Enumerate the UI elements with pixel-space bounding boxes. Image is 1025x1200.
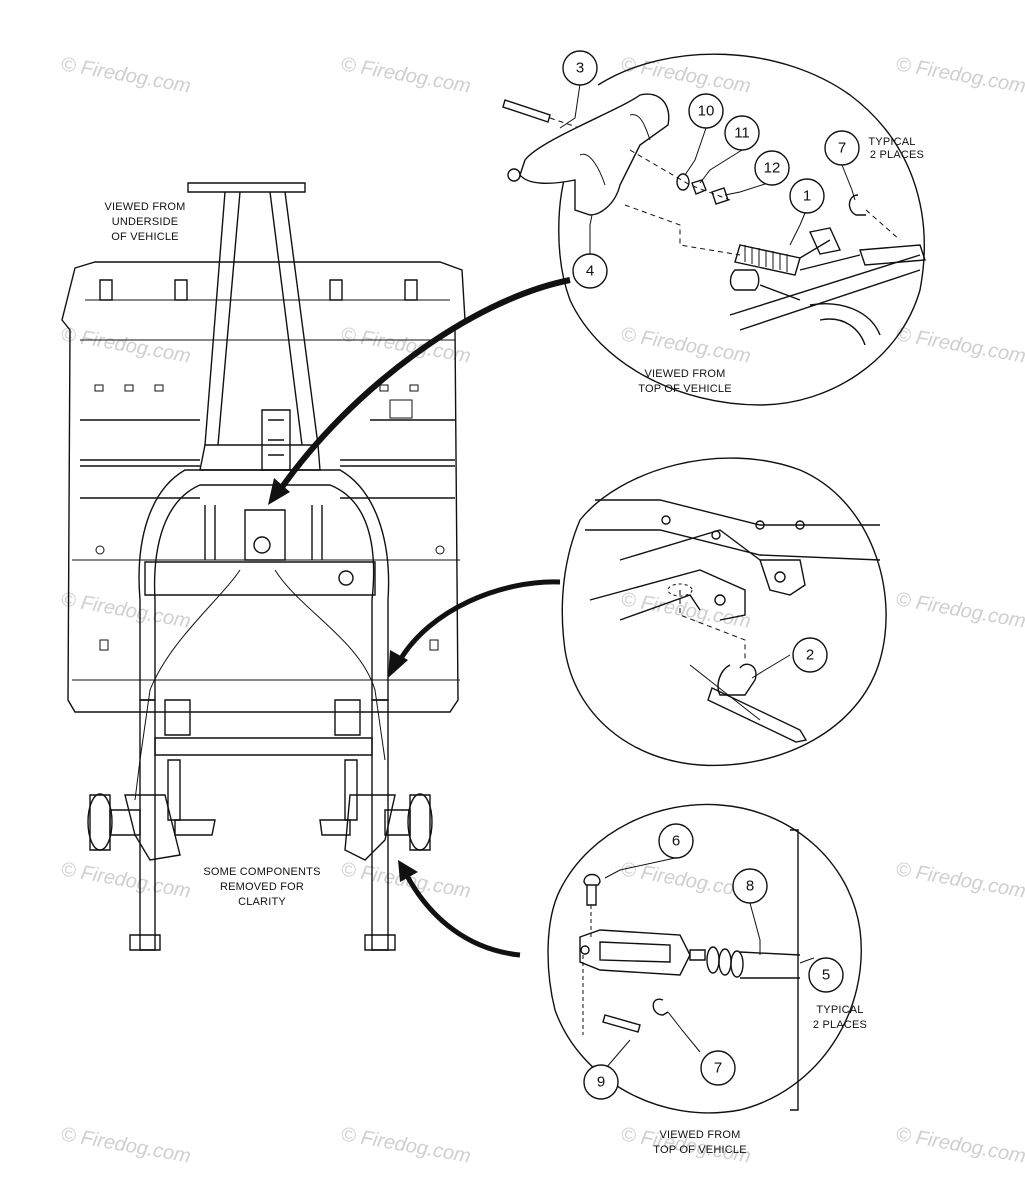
callout-9: 9 (583, 1064, 619, 1100)
watermark: © Firedog.com (894, 53, 1025, 97)
underside-label: VIEWED FROM UNDERSIDE OF VEHICLE (104, 201, 185, 243)
callout-9-number: 9 (597, 1074, 605, 1091)
top-view-1-line-2: TOP OF VEHICLE (638, 383, 731, 395)
callout-3: 3 (562, 50, 598, 86)
typical-2-line-1: TYPICAL (816, 1004, 863, 1016)
leader-arrows (268, 277, 571, 958)
components-removed-label: SOME COMPONENTS REMOVED FOR CLARITY (203, 866, 320, 908)
components-removed-line-1: SOME COMPONENTS (203, 866, 320, 878)
typical-1-line-2: 2 PLACES (870, 149, 924, 161)
top-view-label-1: VIEWED FROM TOP OF VEHICLE (638, 368, 731, 395)
watermark: © Firedog.com (619, 53, 752, 97)
watermark: © Firedog.com (339, 1123, 472, 1167)
callout-11-number: 11 (734, 125, 750, 142)
callout-8: 8 (732, 868, 768, 904)
watermarks: © Firedog.com © Firedog.com © Firedog.co… (59, 53, 1025, 1167)
callout-2: 2 (792, 637, 828, 673)
callout-4: 4 (572, 253, 608, 289)
typical-label-2: TYPICAL 2 PLACES (813, 1004, 867, 1031)
underside-line-2: UNDERSIDE (112, 216, 179, 228)
watermark: © Firedog.com (894, 1123, 1025, 1167)
callout-7-top-number: 7 (838, 140, 846, 157)
components-removed-line-2: REMOVED FOR (220, 881, 304, 893)
underside-line-1: VIEWED FROM (104, 201, 185, 213)
detail-view-middle (561, 457, 887, 767)
callout-3-number: 3 (576, 60, 584, 77)
top-view-2-line-2: TOP OF VEHICLE (653, 1144, 746, 1156)
callout-6-number: 6 (672, 833, 680, 850)
typical-1-line-1: TYPICAL (868, 136, 915, 148)
vehicle-underside-drawing (61, 182, 466, 951)
leader-arrow-middle (397, 579, 561, 662)
top-view-label-2: VIEWED FROM TOP OF VEHICLE (653, 1129, 746, 1156)
callout-2-number: 2 (806, 647, 814, 664)
underside-line-3: OF VEHICLE (111, 231, 178, 243)
callout-8-number: 8 (746, 878, 754, 895)
detail-view-bottom (547, 803, 862, 1114)
watermark: © Firedog.com (59, 53, 192, 97)
watermark: © Firedog.com (59, 1123, 192, 1167)
callout-7-bottom-number: 7 (714, 1060, 722, 1077)
callout-4-number: 4 (586, 263, 594, 280)
typical-label-1: TYPICAL 2 PLACES (868, 136, 924, 161)
top-view-1-line-1: VIEWED FROM (644, 368, 725, 380)
typical-2-line-2: 2 PLACES (813, 1019, 867, 1031)
callout-12: 12 (754, 150, 790, 186)
callout-5-number: 5 (822, 967, 830, 984)
watermark: © Firedog.com (619, 323, 752, 367)
callout-5: 5 (808, 957, 844, 993)
top-view-2-line-1: VIEWED FROM (659, 1129, 740, 1141)
leader-arrow-top (277, 277, 571, 492)
leader-arrow-bottom (402, 870, 521, 958)
watermark: © Firedog.com (339, 53, 472, 97)
callout-10: 10 (688, 93, 724, 129)
callout-12-number: 12 (764, 160, 781, 177)
detail-view-top (502, 53, 926, 406)
callouts: 3 10 11 12 7 1 4 2 (559, 50, 860, 1100)
wheel-left (87, 793, 141, 851)
callout-1: 1 (789, 178, 825, 214)
callout-11: 11 (724, 115, 760, 151)
watermark: © Firedog.com (894, 323, 1025, 367)
watermark: © Firedog.com (894, 588, 1025, 632)
wheel-right (384, 793, 433, 851)
watermark: © Firedog.com (59, 323, 192, 367)
callout-6: 6 (658, 823, 694, 859)
callout-10-number: 10 (698, 103, 715, 120)
callout-1-number: 1 (803, 188, 811, 205)
components-removed-line-3: CLARITY (238, 896, 286, 908)
watermark: © Firedog.com (59, 858, 192, 902)
watermark: © Firedog.com (619, 858, 752, 902)
callout-7-bottom: 7 (700, 1050, 736, 1086)
callout-7-top: 7 (824, 130, 860, 166)
watermark: © Firedog.com (894, 858, 1025, 902)
